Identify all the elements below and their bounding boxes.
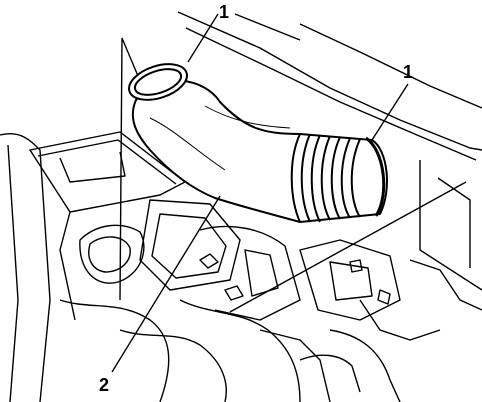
callout-1-top: 1 [219,2,230,22]
callout-1-right: 1 [403,62,414,82]
callout-leaders [111,13,467,373]
callout-2-bottom: 2 [99,375,110,395]
leader-duct-right [229,181,467,313]
leader-duct-left [119,37,139,301]
leader-1a-to-clamp [187,13,219,63]
leader-1b-to-clamp [371,83,409,141]
engine-bay-background [0,11,482,402]
leader-2 [111,195,221,373]
air-intake-duct [128,63,388,223]
